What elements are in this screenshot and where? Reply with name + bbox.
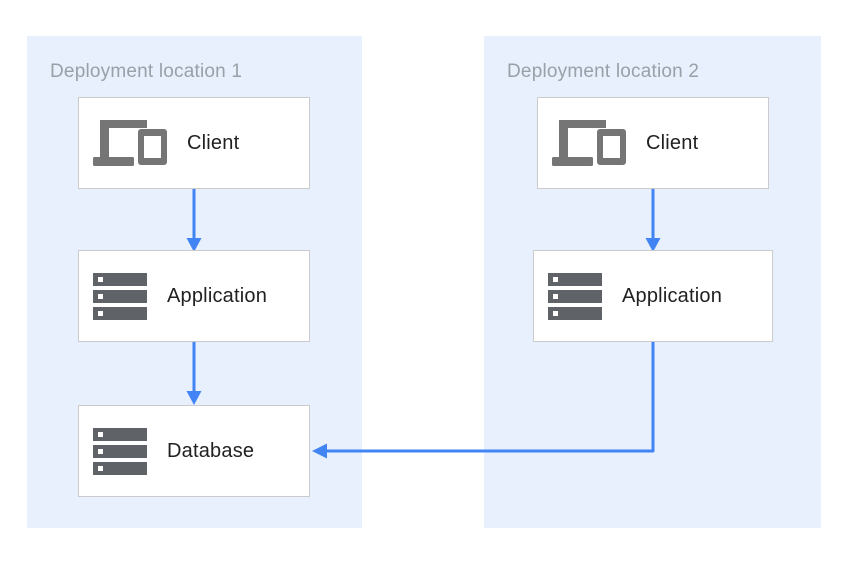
node-application-2: Application [533,250,773,342]
node-label: Database [167,439,255,462]
region-1-label: Deployment location 1 [50,61,243,82]
devices-icon [552,120,626,166]
node-database-1: Database [78,405,310,497]
node-label: Client [646,131,699,154]
devices-icon [93,120,167,166]
region-2-label: Deployment location 2 [507,61,700,82]
server-stack-icon [93,272,147,320]
server-stack-icon [548,272,602,320]
node-application-1: Application [78,250,310,342]
node-label: Client [187,131,240,154]
server-stack-icon [93,427,147,475]
node-label: Application [167,284,268,307]
node-label: Application [622,284,723,307]
node-client-1: Client [78,97,310,189]
node-client-2: Client [537,97,769,189]
